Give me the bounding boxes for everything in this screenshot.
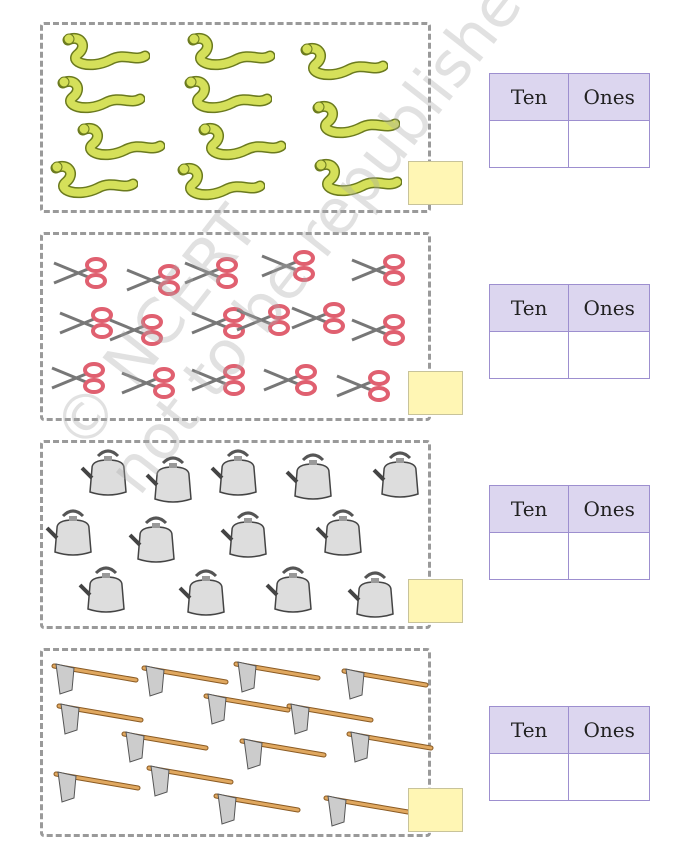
axe-picture <box>238 735 328 779</box>
ones-cell[interactable] <box>568 753 650 801</box>
snake-picture <box>60 32 151 76</box>
ones-header: Ones <box>568 485 650 533</box>
axe-picture <box>140 662 230 706</box>
snake-picture <box>182 75 273 119</box>
ten-header: Ten <box>488 706 570 754</box>
snake-picture <box>310 100 401 144</box>
snake-picture <box>298 42 389 86</box>
snake-picture <box>196 122 287 166</box>
scissors-picture <box>190 362 246 402</box>
axe-picture <box>52 768 142 812</box>
ten-header: Ten <box>488 485 570 533</box>
ten-cell[interactable] <box>488 120 570 168</box>
ones-header: Ones <box>568 73 650 121</box>
ten-header: Ten <box>488 73 570 121</box>
ones-cell[interactable] <box>568 331 650 379</box>
kettle-picture <box>145 455 201 509</box>
axe-picture <box>340 665 430 709</box>
snake-picture <box>55 75 146 119</box>
scissors-picture <box>262 362 318 402</box>
scissors-picture <box>50 360 106 400</box>
snake-picture <box>175 162 266 206</box>
ones-header: Ones <box>568 706 650 754</box>
ten-cell[interactable] <box>488 331 570 379</box>
scissors-picture <box>350 252 406 292</box>
axe-picture <box>345 728 435 772</box>
snake-picture <box>312 158 403 202</box>
axe-picture <box>145 762 235 806</box>
kettle-picture <box>45 508 101 562</box>
kettles-panel <box>40 440 431 629</box>
scissors-picture <box>120 365 176 405</box>
scissors-picture <box>52 255 108 295</box>
axe-picture <box>50 660 140 704</box>
ten-cell[interactable] <box>488 532 570 580</box>
scissors-picture <box>183 255 239 295</box>
scissors-picture <box>350 312 406 352</box>
kettle-picture <box>265 565 321 619</box>
answer-box-axes[interactable] <box>408 788 463 832</box>
scissors-panel <box>40 232 431 421</box>
scissors-picture <box>290 300 346 340</box>
ones-cell[interactable] <box>568 120 650 168</box>
answer-box-snakes[interactable] <box>408 161 463 205</box>
kettle-picture <box>220 510 276 564</box>
axe-picture <box>322 792 412 836</box>
kettle-picture <box>372 450 428 504</box>
snakes-panel <box>40 22 431 213</box>
kettle-picture <box>178 568 234 622</box>
scissors-picture <box>335 368 391 408</box>
kettle-picture <box>78 565 134 619</box>
axe-picture <box>55 700 145 744</box>
axe-picture <box>202 690 292 734</box>
scissors-picture <box>235 302 291 342</box>
scissors-picture <box>125 262 181 302</box>
kettle-picture <box>128 515 184 569</box>
ten-cell[interactable] <box>488 753 570 801</box>
snake-picture <box>48 160 139 204</box>
kettle-picture <box>315 508 371 562</box>
scissors-picture <box>58 305 114 345</box>
axe-picture <box>212 790 302 834</box>
scissors-picture <box>260 248 316 288</box>
kettle-picture <box>347 570 403 624</box>
ten-header: Ten <box>488 284 570 332</box>
answer-box-kettles[interactable] <box>408 579 463 623</box>
answer-box-scissors[interactable] <box>408 371 463 415</box>
axe-picture <box>120 728 210 772</box>
snake-picture <box>185 32 276 76</box>
scissors-picture <box>108 312 164 352</box>
axe-picture <box>285 700 375 744</box>
ones-header: Ones <box>568 284 650 332</box>
axes-panel <box>40 648 431 837</box>
kettle-picture <box>80 448 136 502</box>
snake-picture <box>75 122 166 166</box>
axe-picture <box>232 658 322 702</box>
ones-cell[interactable] <box>568 532 650 580</box>
kettle-picture <box>210 448 266 502</box>
scissors-picture <box>190 305 246 345</box>
kettle-picture <box>285 452 341 506</box>
